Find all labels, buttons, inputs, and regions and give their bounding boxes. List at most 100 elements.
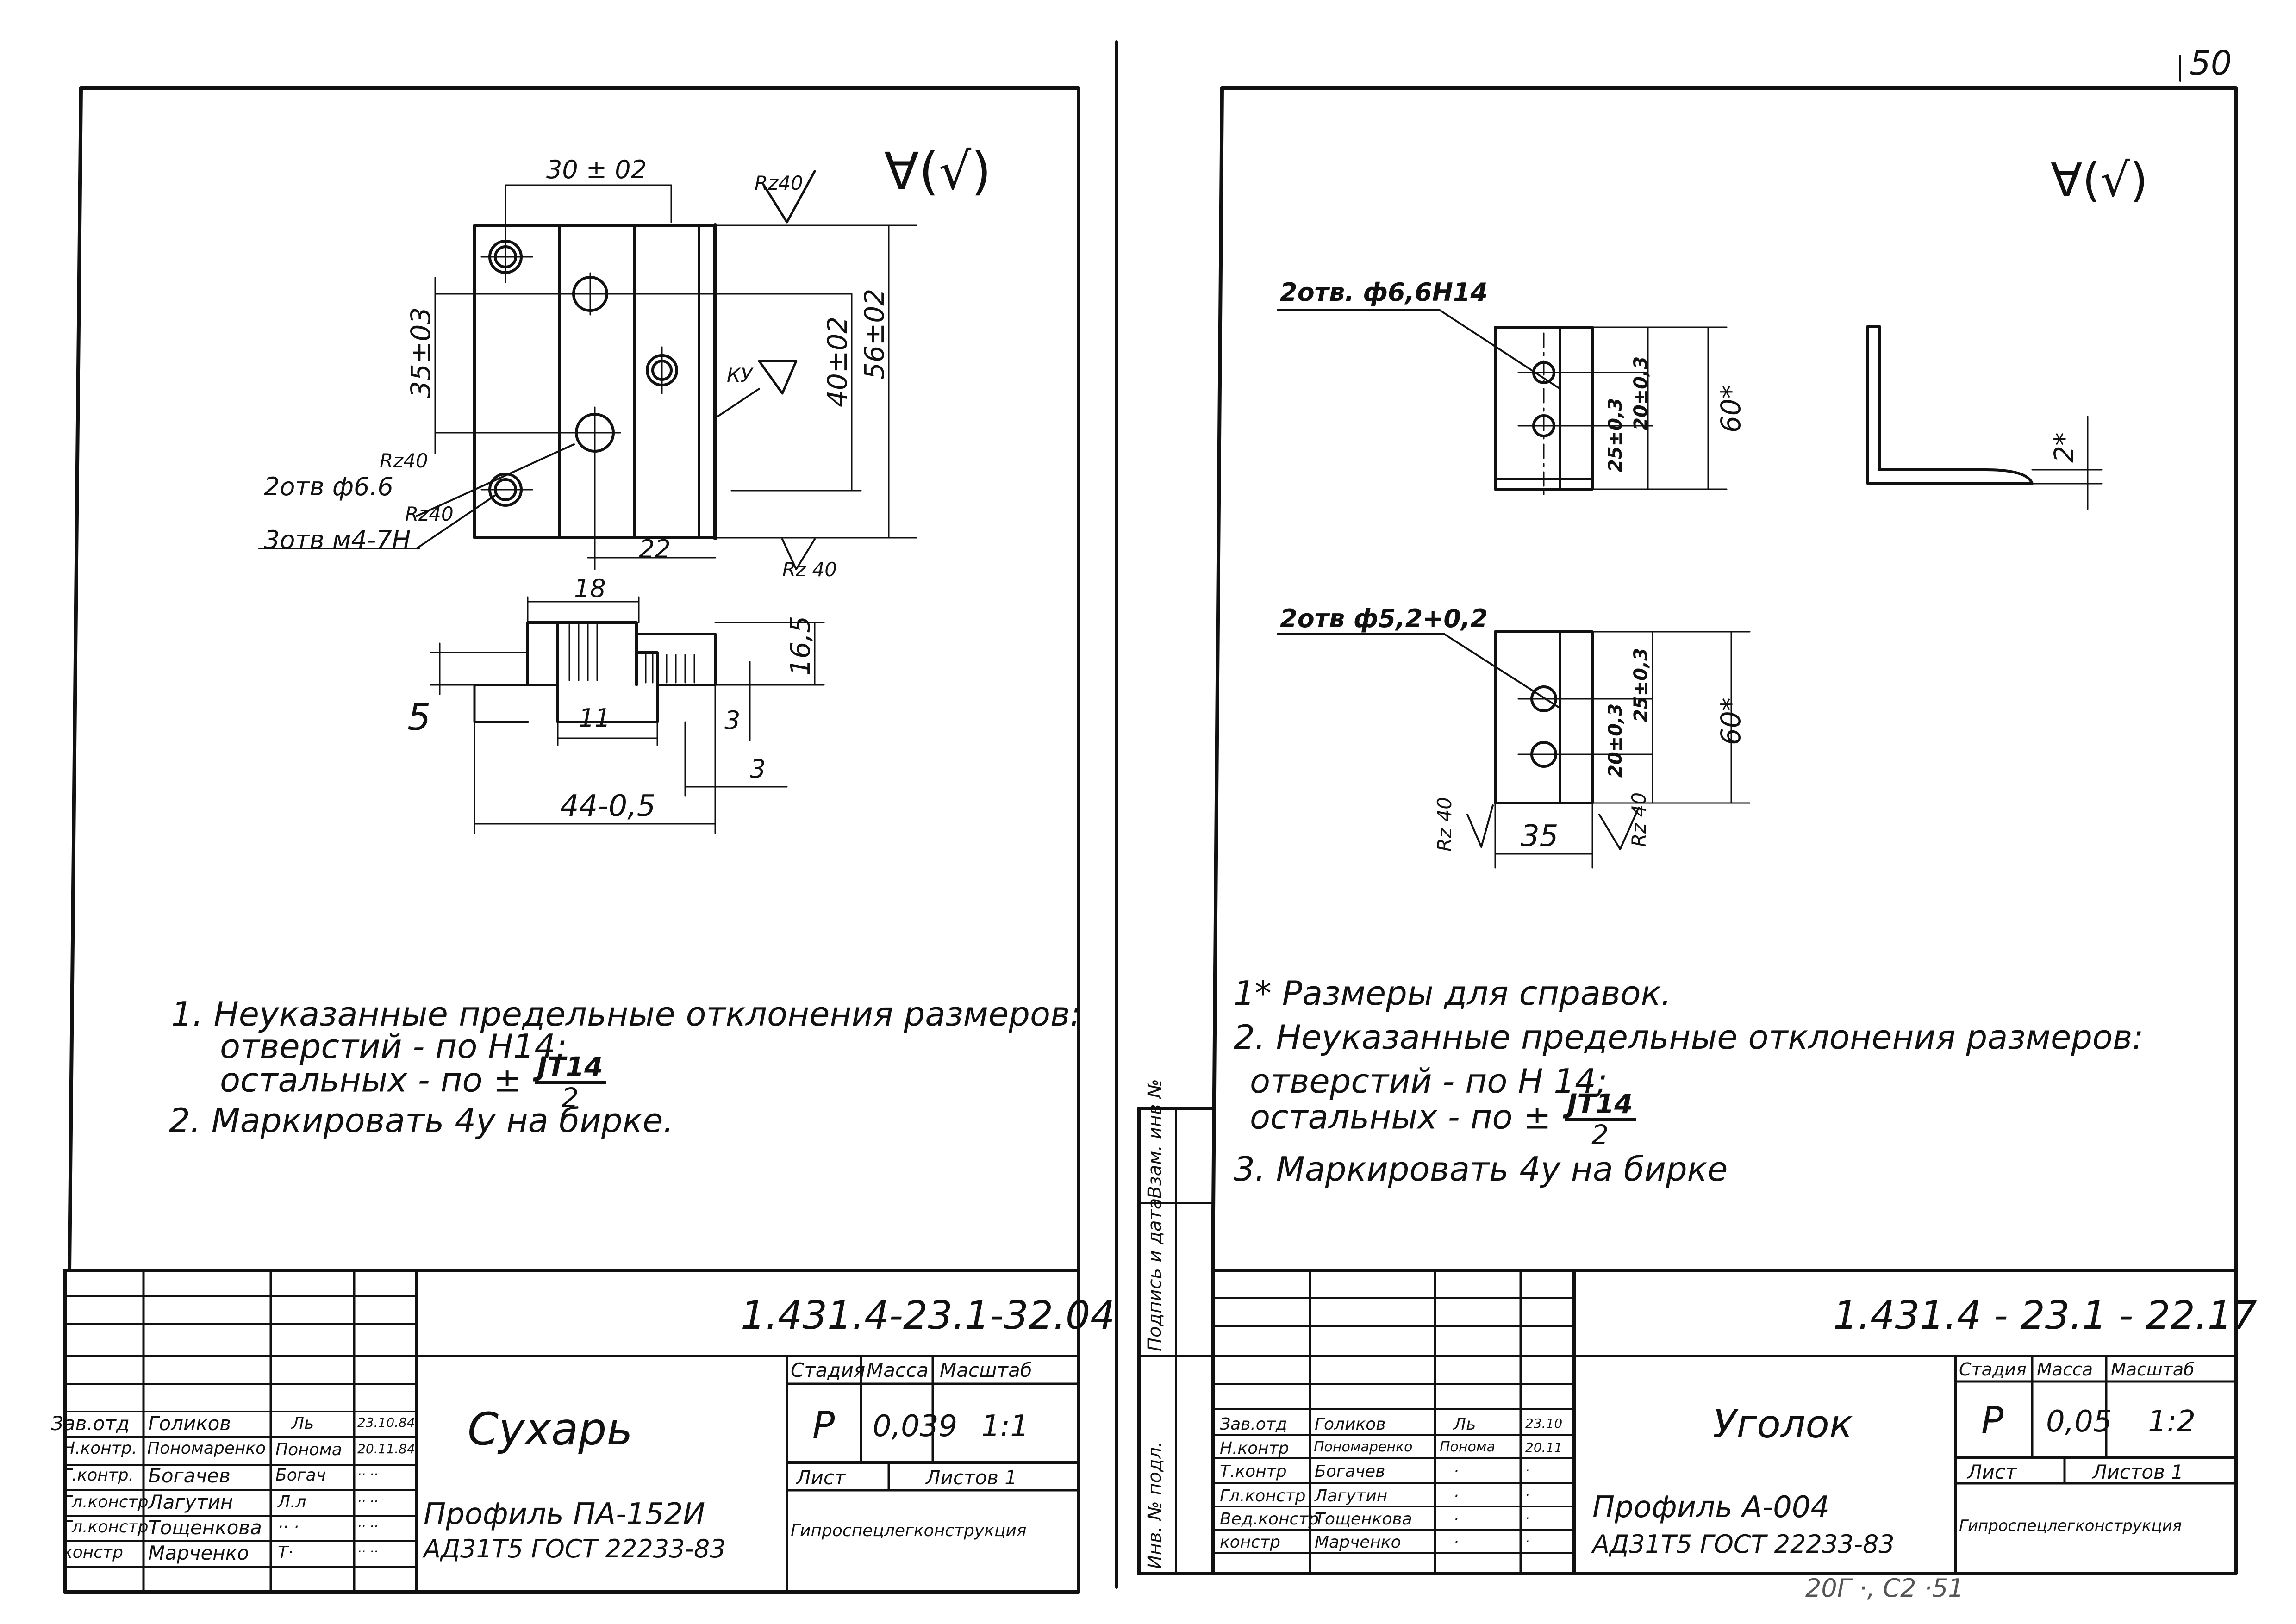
right-dim-25-bottom: 25±0,3 bbox=[1630, 647, 1652, 722]
left-name-0: Голиков bbox=[148, 1412, 231, 1435]
right-name-3: Лагутин bbox=[1315, 1487, 1388, 1506]
left-note-1-line-3-prefix: остальных - по ± bbox=[220, 1060, 521, 1100]
left-sig-1: Понома bbox=[275, 1440, 342, 1459]
right-role-0: Зав.отд bbox=[1220, 1415, 1287, 1434]
right-doc-code: 1.431.4 - 23.1 - 22.17 bbox=[1833, 1293, 2257, 1338]
right-dim-25-top: 25±0,3 bbox=[1605, 398, 1626, 472]
left-rz-top: Rz40 bbox=[755, 172, 803, 194]
left-dim-top-width: 30 ± 02 bbox=[546, 155, 647, 184]
left-date-1: 20.11.84 bbox=[357, 1441, 415, 1456]
left-note-1-line-3: остальных - по ± JT14 2 bbox=[220, 1053, 609, 1112]
left-sheet-frame bbox=[63, 86, 1080, 1594]
left-dim-22: 22 bbox=[639, 535, 671, 564]
right-name-1: Пономаренко bbox=[1314, 1439, 1413, 1455]
left-name-1: Пономаренко bbox=[147, 1439, 266, 1458]
side-strip-label-0: Взам. инв № bbox=[1144, 1079, 1166, 1199]
right-dim-20-top: 20±0,3 bbox=[1630, 356, 1652, 430]
right-note-2-line-3-prefix: остальных - по ± bbox=[1250, 1097, 1551, 1137]
left-sig-5: Т· bbox=[278, 1543, 293, 1562]
right-note-1: 1* Размеры для справок. bbox=[1234, 974, 1672, 1013]
right-role-4: Вед.констр bbox=[1220, 1510, 1319, 1529]
left-material: АД31Т5 ГОСТ 22233-83 bbox=[424, 1534, 726, 1563]
right-head-mass: Масса bbox=[2037, 1359, 2093, 1380]
right-head-stage: Стадия bbox=[1959, 1359, 2027, 1380]
right-role-1: Н.контр bbox=[1220, 1439, 1289, 1458]
right-date-2: · bbox=[1525, 1463, 1529, 1478]
left-dim-16-5: 16,5 bbox=[785, 616, 816, 676]
right-sheet-label: Лист bbox=[1967, 1461, 2017, 1483]
right-scale-value: 1:2 bbox=[2148, 1405, 2196, 1439]
left-name-3: Лагутин bbox=[148, 1491, 233, 1513]
right-sig-5: · bbox=[1454, 1533, 1459, 1552]
left-rz-bottom: Rz 40 bbox=[782, 558, 837, 581]
left-date-4: ·· ·· bbox=[357, 1518, 378, 1534]
left-role-5: констр bbox=[62, 1543, 123, 1562]
right-stage-value: Р bbox=[1981, 1399, 2004, 1442]
right-dim-2: 2* bbox=[2048, 432, 2080, 463]
left-name-5: Марченко bbox=[148, 1542, 249, 1564]
right-dim-60-bottom: 60* bbox=[1715, 697, 1747, 745]
left-name-2: Богачев bbox=[148, 1464, 231, 1487]
right-sig-2: · bbox=[1454, 1462, 1459, 1481]
right-part-name: Уголок bbox=[1713, 1401, 1853, 1447]
left-sheets-label: Листов 1 bbox=[926, 1466, 1017, 1489]
left-note-1-line-2: отверстий - по Н14; bbox=[220, 1027, 567, 1066]
left-scale-value: 1:1 bbox=[981, 1409, 1029, 1444]
right-date-5: · bbox=[1525, 1534, 1529, 1549]
left-date-0: 23.10.84 bbox=[357, 1415, 415, 1430]
left-rz-left-1: Rz40 bbox=[380, 449, 428, 472]
left-dim-18: 18 bbox=[574, 574, 606, 603]
left-org: Гипроспецлегконструкция bbox=[791, 1521, 1027, 1540]
side-strip-label-1: Подпись и дата bbox=[1144, 1198, 1166, 1351]
left-plan-view bbox=[258, 170, 917, 570]
right-fraction-numerator: JT14 bbox=[1564, 1090, 1636, 1121]
right-sig-1: Понома bbox=[1440, 1439, 1495, 1455]
left-role-2: Г.контр. bbox=[62, 1466, 134, 1485]
right-mass-value: 0,05 bbox=[2046, 1405, 2112, 1439]
left-head-mass: Масса bbox=[867, 1359, 929, 1381]
left-date-2: ·· ·· bbox=[357, 1467, 378, 1482]
left-holes-66-label: 2отв ф6.6 bbox=[264, 472, 393, 501]
left-dim-5: 5 bbox=[407, 696, 431, 739]
right-name-5: Марченко bbox=[1315, 1533, 1401, 1552]
right-material: АД31Т5 ГОСТ 22233-83 bbox=[1592, 1530, 1895, 1559]
left-dim-11: 11 bbox=[579, 703, 611, 733]
right-sheets-label: Листов 1 bbox=[2092, 1461, 2184, 1483]
left-note-1-line-1: 1. Неуказанные предельные отклонения раз… bbox=[171, 995, 1081, 1033]
right-sig-4: · bbox=[1454, 1510, 1459, 1529]
right-note-3: 3. Маркировать 4у на бирке bbox=[1234, 1150, 1728, 1188]
left-tolerance-fraction: JT14 2 bbox=[534, 1053, 606, 1112]
left-sheet-label: Лист bbox=[796, 1466, 846, 1489]
left-sig-3: Л.л bbox=[278, 1493, 306, 1512]
left-sig-4: ·· · bbox=[278, 1518, 299, 1537]
right-holes-top-label: 2отв. ф6,6Н14 bbox=[1280, 278, 1488, 307]
right-tolerance-fraction: JT14 2 bbox=[1564, 1090, 1636, 1149]
left-dim-35: 35±03 bbox=[405, 307, 437, 398]
right-rz-left: Rz 40 bbox=[1433, 796, 1456, 852]
right-sig-0: Ль bbox=[1454, 1415, 1476, 1434]
right-sheet-frame bbox=[1137, 55, 2238, 1575]
right-name-0: Голиков bbox=[1315, 1415, 1386, 1434]
right-org: Гипроспецлегконструкция bbox=[1959, 1517, 2182, 1535]
left-dim-56: 56±02 bbox=[859, 288, 890, 380]
left-head-scale: Масштаб bbox=[940, 1359, 1032, 1381]
left-profile: Профиль ПА-152И bbox=[424, 1497, 705, 1531]
left-role-0: Зав.отд bbox=[51, 1412, 130, 1435]
right-note-2-line-2: отверстий - по Н 14; bbox=[1250, 1062, 1608, 1101]
left-sig-2: Богач bbox=[275, 1466, 326, 1485]
right-note-2: 2. Неуказанные предельные отклонения раз… bbox=[1234, 1018, 2144, 1057]
left-mass-value: 0,039 bbox=[873, 1409, 958, 1444]
right-date-4: · bbox=[1525, 1511, 1529, 1526]
right-head-scale: Масштаб bbox=[2111, 1359, 2195, 1380]
side-strip-label-2: Инв. № подл. bbox=[1144, 1441, 1166, 1569]
right-roughness-symbol: ∀(√) bbox=[2051, 153, 2148, 207]
right-dim-20-bottom: 20±0,3 bbox=[1605, 703, 1626, 778]
left-sig-0: Ль bbox=[292, 1414, 314, 1433]
right-top-view bbox=[1277, 309, 2103, 510]
left-name-4: Тощенкова bbox=[148, 1516, 262, 1539]
left-role-1: Н.контр. bbox=[62, 1439, 137, 1458]
right-role-5: констр bbox=[1220, 1533, 1280, 1552]
right-sig-3: · bbox=[1454, 1487, 1459, 1506]
left-part-name: Сухарь bbox=[468, 1403, 633, 1455]
